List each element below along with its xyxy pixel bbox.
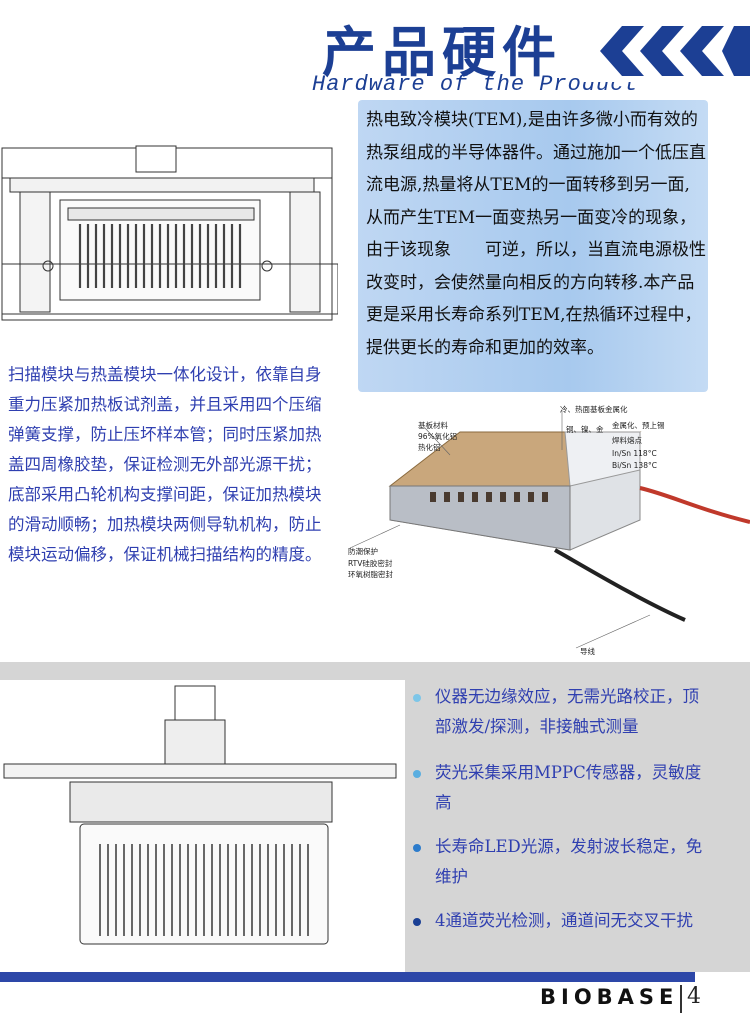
label-plating-3: In/Sn 118°C	[612, 449, 657, 458]
bullet-icon	[413, 694, 421, 702]
heating-module-drawing	[3, 685, 397, 945]
label-metal-1: 冷、热面基板金属化	[560, 405, 628, 414]
label-substrate-3: 热化铝	[418, 443, 441, 452]
footer-divider	[680, 985, 682, 1013]
feature-text: 仪器无边缘效应，无需光路校正，顶部激发/探测，非接触式测量	[435, 687, 699, 736]
label-moisture-1: 防潮保护	[348, 547, 378, 556]
feature-text: 荧光采集采用MPPC传感器，灵敏度高	[435, 763, 702, 812]
chevron-left-icon	[582, 20, 750, 82]
page-number: 4	[687, 984, 701, 1009]
bullet-icon	[413, 844, 421, 852]
tem-description-box	[358, 100, 708, 392]
label-plating-2: 焊料熔点	[612, 436, 642, 445]
bullet-icon	[413, 770, 421, 778]
page-title: 产品硬件	[322, 20, 562, 84]
brand-logo: BIOBASE	[540, 985, 679, 1009]
label-moisture-2: RTV硅胶密封	[348, 559, 393, 568]
label-plating-1: 金属化、预上锡	[612, 421, 665, 430]
label-substrate-2: 96%氧化铝	[418, 432, 458, 441]
feature-item-4: 4通道荧光检测，通道间无交叉干扰	[413, 906, 705, 936]
feature-text: 4通道荧光检测，通道间无交叉干扰	[435, 911, 693, 930]
feature-item-3: 长寿命LED光源，发射波长稳定，免维护	[413, 832, 705, 892]
tem-description: 热电致冷模块(TEM),是由许多微小而有效的热泵组成的半导体器件。通过施加一个低…	[366, 110, 706, 358]
feature-item-2: 荧光采集采用MPPC传感器，灵敏度高	[413, 758, 705, 818]
scan-module-description: 扫描模块与热盖模块一体化设计，依靠自身重力压紧加热板试剂盖，并且采用四个压缩弹簧…	[8, 365, 322, 564]
label-metal-2: 铜、镍、金	[566, 425, 604, 434]
feature-item-1: 仪器无边缘效应，无需光路校正，顶部激发/探测，非接触式测量	[413, 682, 705, 742]
label-wire: 导线	[580, 647, 595, 656]
tem-module-diagram	[349, 410, 750, 649]
bullet-icon	[413, 918, 421, 926]
feature-text: 长寿命LED光源，发射波长稳定，免维护	[435, 837, 703, 886]
scan-module-drawing	[1, 145, 338, 321]
label-substrate-1: 基板材料	[418, 421, 448, 430]
label-moisture-3: 环氧树脂密封	[348, 570, 393, 579]
footer-bar	[0, 972, 695, 982]
label-plating-4: Bi/Sn 138°C	[612, 461, 657, 470]
